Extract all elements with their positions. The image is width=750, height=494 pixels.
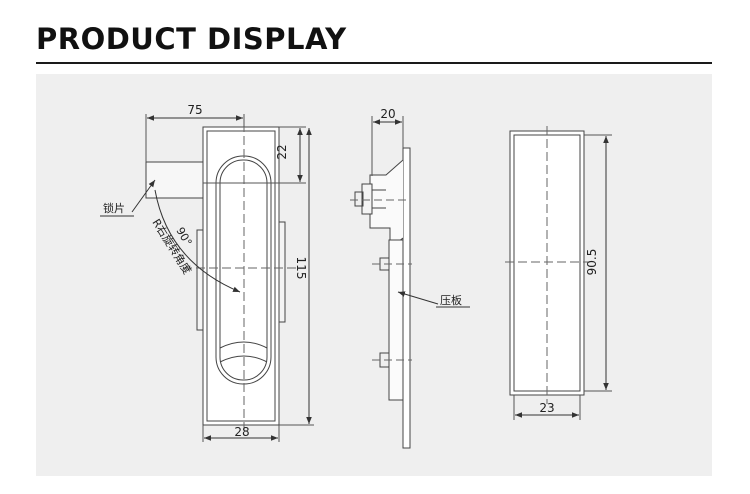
- page-title: PRODUCT DISPLAY: [36, 22, 347, 56]
- latch-leader: [131, 179, 156, 213]
- dim-23-value: 23: [539, 401, 554, 415]
- handle-grip-1: [219, 341, 268, 349]
- dim-75-value: 75: [187, 103, 202, 117]
- rotation-arc: [154, 189, 241, 293]
- back-view: [505, 126, 612, 420]
- drawing-panel: [36, 74, 712, 476]
- plate-leader: [397, 291, 439, 305]
- right-clip: [278, 221, 286, 323]
- rotation-label: R右旋转角度: [149, 216, 194, 277]
- dim-90-5-value: 90.5: [585, 249, 599, 276]
- side-view: [350, 116, 470, 449]
- dim-20-value: 20: [380, 107, 395, 121]
- dim-28-value: 28: [234, 425, 249, 439]
- dim-22-value: 22: [275, 144, 289, 159]
- front-plate-inner-outline: [206, 130, 276, 422]
- front-view: [100, 114, 314, 442]
- side-screw-head: [354, 191, 364, 207]
- side-front-plate: [402, 147, 411, 449]
- side-latch-block: [361, 183, 373, 215]
- side-body: [369, 159, 404, 250]
- handle-grip-2: [219, 355, 268, 363]
- plate-label: 压板: [440, 293, 462, 307]
- latch-label: 锁片: [103, 201, 125, 215]
- title-divider: [36, 62, 712, 64]
- dim-115-value: 115: [294, 257, 308, 280]
- handle-inner: [219, 159, 268, 381]
- left-clip: [196, 229, 204, 331]
